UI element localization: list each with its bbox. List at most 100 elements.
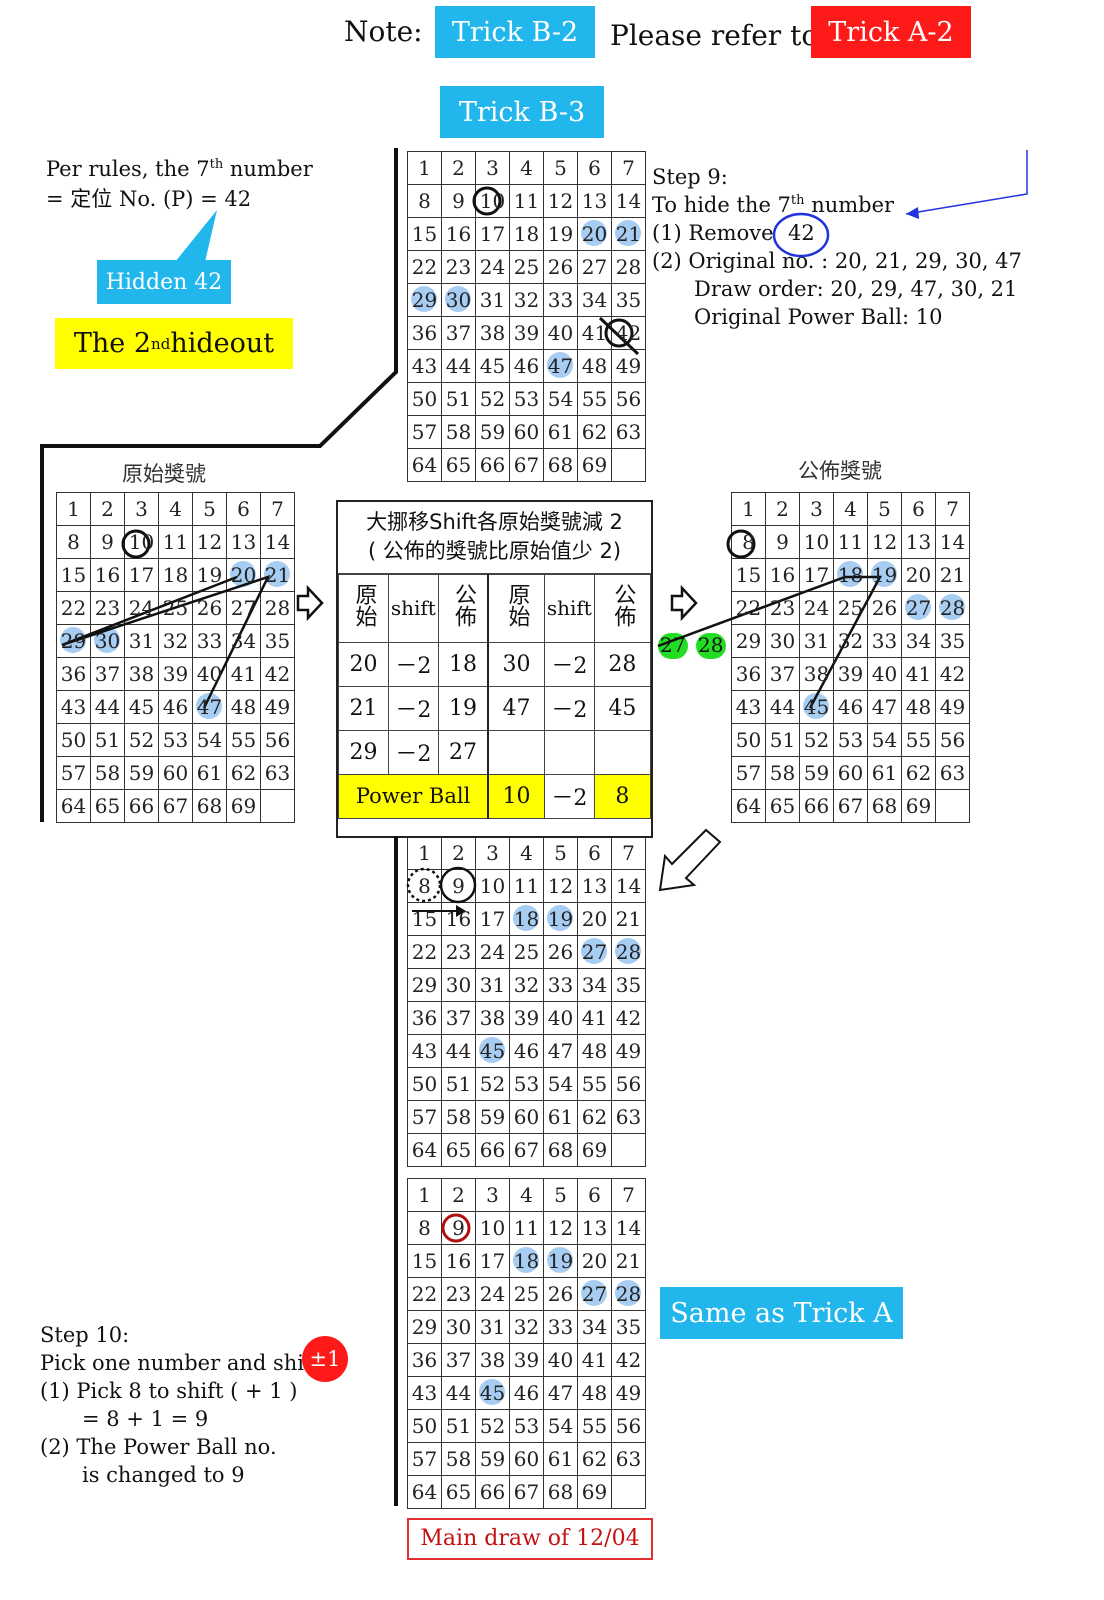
grid-cell-49: 49 — [611, 1376, 646, 1410]
grid-cell-21: 21 — [611, 1244, 646, 1278]
grid-cell-21: 21 — [935, 558, 970, 592]
hidden-42-badge: Hidden 42 — [97, 260, 231, 304]
grid-cell-4: 4 — [509, 1178, 544, 1212]
grid-cell-15: 15 — [407, 902, 442, 936]
grid-cell-61: 61 — [867, 756, 902, 790]
grid-number: 27 — [581, 940, 608, 964]
grid-number: 13 — [230, 530, 257, 554]
grid-number: 26 — [547, 1282, 574, 1306]
shift-table-title: 大挪移Shift各原始獎號減 2 ( 公佈的獎號比原始值少 2) — [338, 502, 651, 574]
grid-number: 30 — [94, 629, 121, 653]
grid-cell-55: 55 — [577, 1409, 612, 1443]
grid-cell-6: 6 — [577, 151, 612, 185]
grid-cell-65: 65 — [441, 1475, 476, 1509]
grid-number: 37 — [769, 662, 796, 686]
grid-cell-44: 44 — [441, 349, 476, 383]
grid-cell-5: 5 — [543, 1178, 578, 1212]
cell-published: 45 — [593, 685, 652, 731]
grid-cell-29: 29 — [731, 624, 766, 658]
grid-number: 47 — [547, 354, 574, 378]
grid-number: 59 — [479, 1447, 506, 1471]
step9-line1: To hide the 7th number — [652, 193, 895, 217]
grid-cell-23: 23 — [441, 250, 476, 284]
step10-line3: = 8 + 1 = 9 — [82, 1407, 209, 1431]
grid-cell-11: 11 — [158, 525, 193, 559]
grid-cell-50: 50 — [407, 382, 442, 416]
published-numbers-label: 公佈獎號 — [798, 459, 882, 483]
grid-cell-69: 69 — [577, 1475, 612, 1509]
grid-number: 46 — [513, 1381, 540, 1405]
grid-cell-50: 50 — [407, 1067, 442, 1101]
grid-number: 2 — [452, 1183, 465, 1207]
grid-cell-23: 23 — [441, 935, 476, 969]
grid-cell-60: 60 — [509, 415, 544, 449]
grid-number: 19 — [871, 563, 898, 587]
grid-number: 41 — [230, 662, 257, 686]
grid-number: 32 — [513, 1315, 540, 1339]
grid-cell-63: 63 — [935, 756, 970, 790]
highlight-marker — [905, 594, 931, 620]
grid-cell-53: 53 — [509, 1409, 544, 1443]
grid-number: 53 — [513, 1072, 540, 1096]
grid-number: 47 — [547, 1381, 574, 1405]
grid-number: 3 — [486, 841, 499, 865]
grid-number: 2 — [452, 156, 465, 180]
grid-cell-10: 10 — [475, 869, 510, 903]
grid-cell-36: 36 — [407, 1001, 442, 1035]
grid-cell-66: 66 — [124, 789, 159, 823]
grid-cell-20: 20 — [226, 558, 261, 592]
grid-cell-68: 68 — [192, 789, 227, 823]
grid-number: 28 — [615, 255, 642, 279]
grid-number: 59 — [128, 761, 155, 785]
grid-number: 12 — [547, 874, 574, 898]
highlight-marker — [939, 594, 965, 620]
cell-published — [593, 729, 652, 775]
grid-number: 26 — [547, 255, 574, 279]
highlight-marker — [581, 220, 607, 246]
grid-cell-44: 44 — [765, 690, 800, 724]
power-ball-published: 8 — [593, 773, 652, 819]
grid-number: 68 — [547, 1480, 574, 1504]
grid-number: 52 — [479, 1414, 506, 1438]
grid-number: 40 — [547, 1006, 574, 1030]
grid-cell-37: 37 — [765, 657, 800, 691]
grid-cell-32: 32 — [509, 283, 544, 317]
grid-number: 8 — [418, 874, 431, 898]
grid-cell-18: 18 — [509, 217, 544, 251]
grid-cell-32: 32 — [158, 624, 193, 658]
grid-number: 59 — [479, 420, 506, 444]
grid-number: 29 — [411, 288, 438, 312]
grid-cell-6: 6 — [577, 836, 612, 870]
grid-number: 29 — [411, 1315, 438, 1339]
grid-number: 48 — [581, 1039, 608, 1063]
grid-number: 50 — [735, 728, 762, 752]
grid-cell-48: 48 — [577, 349, 612, 383]
grid-number: 41 — [581, 1348, 608, 1372]
grid-cell-46: 46 — [509, 349, 544, 383]
grid-number: 31 — [479, 973, 506, 997]
grid-number: 31 — [479, 1315, 506, 1339]
grid-number: 49 — [615, 1381, 642, 1405]
grid-cell-20: 20 — [577, 217, 612, 251]
grid-number: 62 — [581, 420, 608, 444]
grid-number: 60 — [513, 1105, 540, 1129]
grid-number: 53 — [513, 1414, 540, 1438]
grid-cell-21: 21 — [611, 217, 646, 251]
cell-published: 27 — [437, 729, 489, 775]
grid-cell-10: 10 — [124, 525, 159, 559]
grid-cell-46: 46 — [509, 1376, 544, 1410]
grid-number: 14 — [615, 874, 642, 898]
highlight-marker — [547, 352, 573, 378]
grid-number: 11 — [162, 530, 189, 554]
highlight-marker — [547, 905, 573, 931]
header-original-2: 原始 — [487, 573, 545, 643]
grid-cell-44: 44 — [90, 690, 125, 724]
grid-number: 66 — [479, 453, 506, 477]
